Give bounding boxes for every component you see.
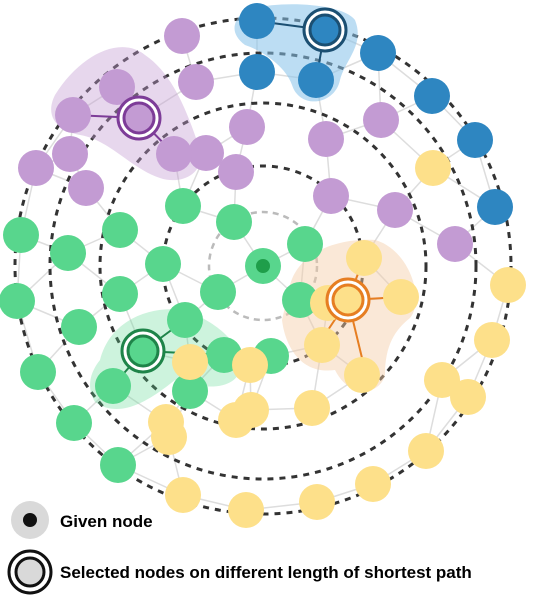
graph-node <box>156 136 192 172</box>
graph-node <box>346 240 382 276</box>
graph-node <box>218 402 254 438</box>
graph-node <box>228 492 264 528</box>
graph-node <box>287 226 323 262</box>
graph-node <box>102 212 138 248</box>
graph-node <box>20 354 56 390</box>
legend-selected-node-inner-icon <box>14 556 46 588</box>
graph-node <box>457 122 493 158</box>
graph-node <box>0 283 35 319</box>
hop1-selected-node-inner <box>126 334 160 368</box>
graph-node <box>145 246 181 282</box>
graph-node <box>490 267 526 303</box>
graph-node <box>355 466 391 502</box>
graph-node <box>50 235 86 271</box>
graph-node <box>229 109 265 145</box>
given-node-dot <box>256 259 270 273</box>
graph-node <box>200 274 236 310</box>
graph-node <box>68 170 104 206</box>
graph-node <box>61 309 97 345</box>
graph-node <box>178 64 214 100</box>
hop4-selected-node-inner <box>308 13 342 47</box>
legend-given-node-dot-icon <box>23 513 37 527</box>
graph-node <box>95 368 131 404</box>
graph-node <box>294 390 330 426</box>
graph-node <box>239 54 275 90</box>
graph-node <box>172 373 208 409</box>
graph-node <box>474 322 510 358</box>
graph-node <box>18 150 54 186</box>
graph-node <box>188 135 224 171</box>
graph-node <box>408 433 444 469</box>
graph-node <box>52 136 88 172</box>
graph-nodes <box>0 3 526 528</box>
graph-node <box>360 35 396 71</box>
graph-node <box>167 302 203 338</box>
distance-ring-0 <box>207 210 319 322</box>
graph-node <box>450 379 486 415</box>
graph-node <box>216 204 252 240</box>
graph-node <box>313 178 349 214</box>
graph-node <box>172 344 208 380</box>
graph-node <box>164 18 200 54</box>
distance-ring-3 <box>48 51 478 481</box>
graph-node <box>165 477 201 513</box>
graph-node <box>414 78 450 114</box>
graph-node <box>102 276 138 312</box>
graph-node <box>344 357 380 393</box>
graph-node <box>377 192 413 228</box>
graph-node <box>477 189 513 225</box>
graph-node <box>100 447 136 483</box>
graph-node <box>437 226 473 262</box>
distance-ring-2 <box>98 101 428 431</box>
graph-node <box>148 404 184 440</box>
hop2-selected-node-inner <box>331 283 365 317</box>
graph-node <box>304 327 340 363</box>
graph-node <box>363 102 399 138</box>
graph-node <box>165 188 201 224</box>
graph-node <box>99 69 135 105</box>
graph-node <box>299 484 335 520</box>
graph-node <box>239 3 275 39</box>
graph-node <box>55 97 91 133</box>
hop3-selected-node-inner <box>122 101 156 135</box>
graph-node <box>383 279 419 315</box>
graph-node <box>56 405 92 441</box>
graph-node <box>415 150 451 186</box>
graph-node <box>218 154 254 190</box>
graph-node <box>308 121 344 157</box>
legend-icons <box>7 501 53 595</box>
graph-node <box>3 217 39 253</box>
graph-node <box>232 347 268 383</box>
graph-node <box>424 362 460 398</box>
graph-node <box>282 282 318 318</box>
graph-node <box>298 62 334 98</box>
